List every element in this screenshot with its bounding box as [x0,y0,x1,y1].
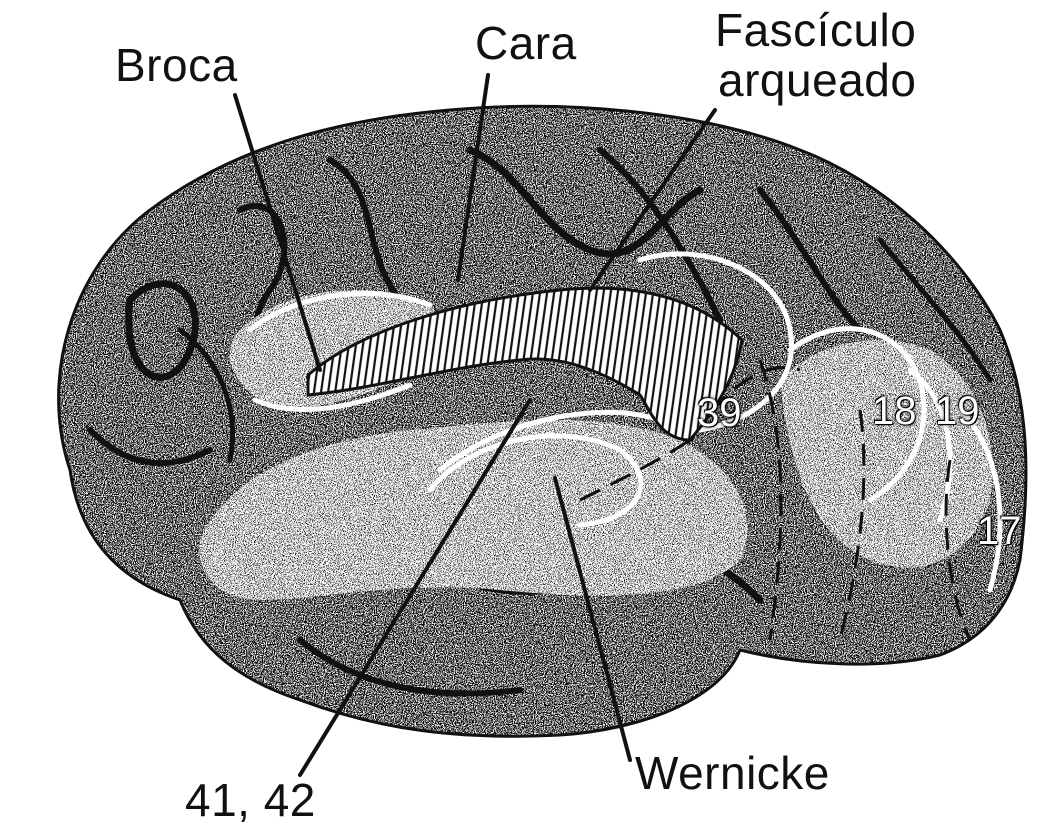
area-19-number: 19 [935,390,980,432]
area-39-number: 39 [697,392,742,434]
label-cara: Cara [475,18,577,68]
label-broca: Broca [115,40,238,90]
label-fasciculo-line1: Fascículo [715,5,916,55]
label-areas-41-42: 41, 42 [185,775,316,825]
label-fasciculo-line2: arqueado [718,55,916,105]
area-17-number: 17 [977,510,1022,552]
area-18-number: 18 [872,390,917,432]
label-wernicke: Wernicke [635,748,830,798]
